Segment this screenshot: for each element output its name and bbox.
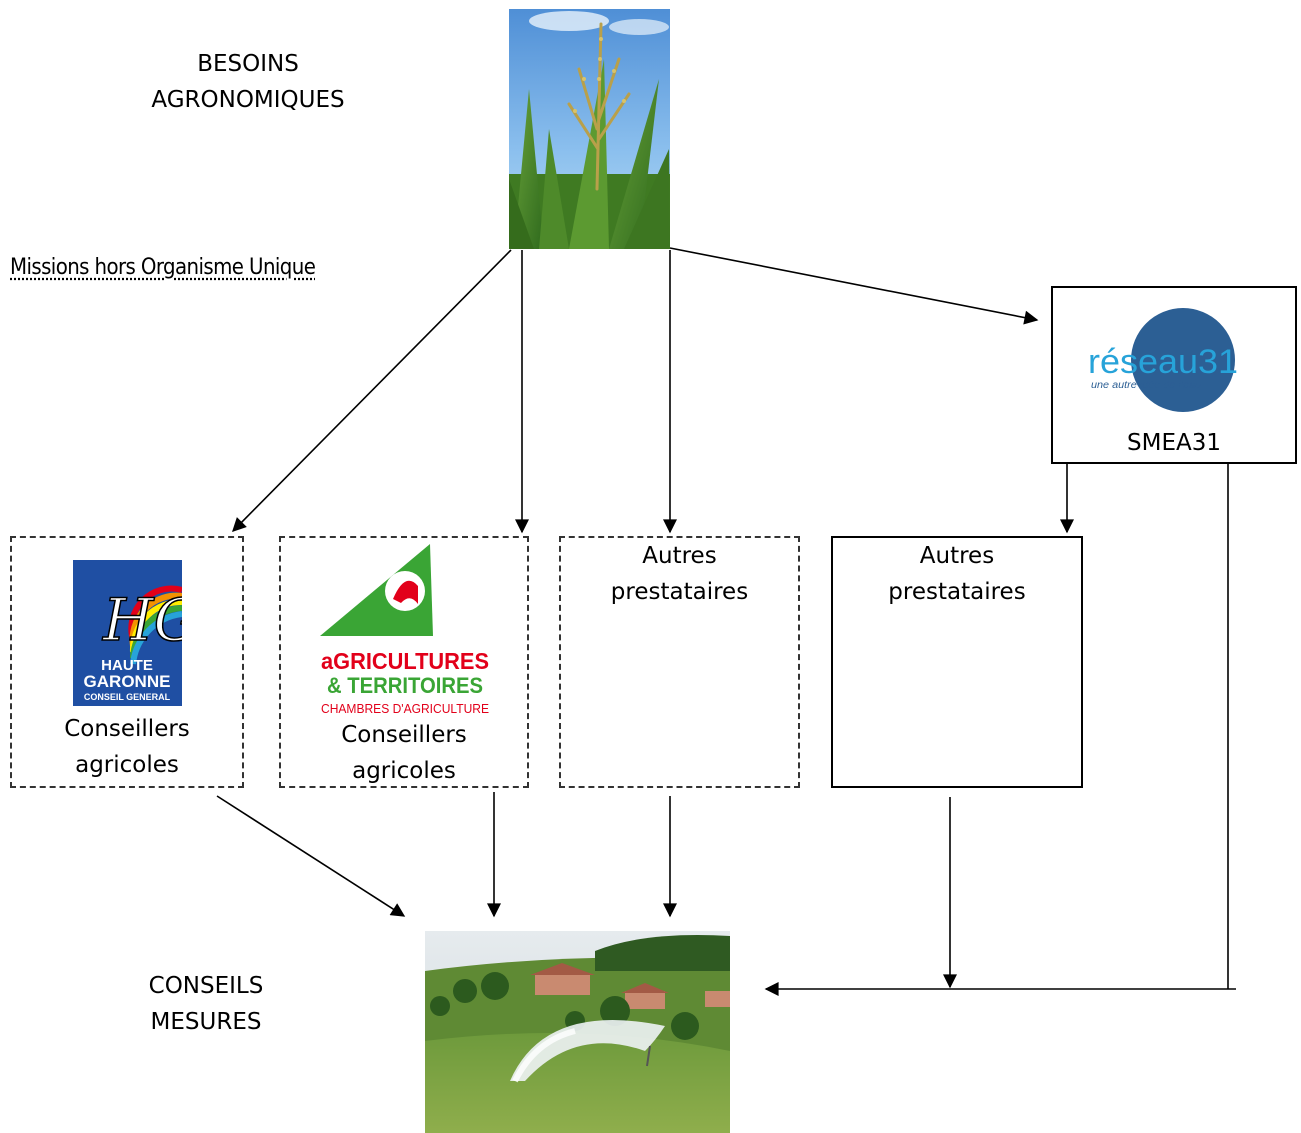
haute-garonne-label-line1: Conseillers xyxy=(64,716,190,742)
chambres-logo-line2: & TERRITOIRES xyxy=(327,673,483,698)
hg-logo-line3: CONSEIL GENERAL xyxy=(84,692,171,702)
chambres-logo-line1: aGRICULTURES xyxy=(321,648,489,674)
corn-plant-photo xyxy=(509,9,670,249)
besoins-line1: BESOINS xyxy=(197,51,299,77)
conseils-line1: CONSEILS xyxy=(148,973,264,999)
haute-garonne-logo: HG HAUTE GARONNE CONSEIL GENERAL xyxy=(73,560,201,706)
reseau31-logo-text: réseau31 xyxy=(1088,343,1238,381)
box-autres-prestataires-1: Autres prestataires xyxy=(559,536,800,788)
haute-garonne-label: Conseillers agricoles xyxy=(12,711,242,783)
conseils-line2: MESURES xyxy=(150,1009,262,1035)
box-haute-garonne: HG HAUTE GARONNE CONSEIL GENERAL Conseil… xyxy=(10,536,244,788)
arrow-corn-to-smea xyxy=(669,247,1039,325)
missions-label: Missions hors Organisme Unique xyxy=(10,255,316,280)
autres-2-label: Autres prestataires xyxy=(833,538,1081,610)
chambres-label-line1: Conseillers xyxy=(341,722,467,748)
irrigation-field-illustration xyxy=(425,931,730,1133)
corn-plant-illustration xyxy=(509,9,670,249)
besoins-line2: AGRONOMIQUES xyxy=(151,87,345,113)
box-smea31: réseau31 une autre idée de l'eau SMEA31 xyxy=(1051,286,1297,464)
box-chambres-agriculture: aGRICULTURES & TERRITOIRES CHAMBRES D'AG… xyxy=(279,536,529,788)
chambres-label-line2: agricoles xyxy=(352,758,456,784)
hg-logo-line1: HAUTE xyxy=(101,657,153,674)
box-autres-prestataires-2: Autres prestataires xyxy=(831,536,1083,788)
smea31-label: SMEA31 xyxy=(1127,430,1221,456)
hg-initials: HG xyxy=(102,586,182,654)
arrow-corn-to-haute-garonne xyxy=(232,249,512,532)
hg-logo-line2: GARONNE xyxy=(84,672,171,691)
chambres-logo-line3: CHAMBRES D'AGRICULTURE xyxy=(321,701,489,716)
autres-2-label-line1: Autres xyxy=(919,543,995,569)
autres-2-label-line2: prestataires xyxy=(888,579,1026,605)
autres-1-label: Autres prestataires xyxy=(561,538,798,610)
reseau31-logo: réseau31 une autre idée de l'eau xyxy=(1083,300,1243,415)
conseils-title: CONSEILS MESURES xyxy=(100,968,312,1040)
chambres-label: Conseillers agricoles xyxy=(281,717,527,789)
arrow-haute-garonne-to-field xyxy=(216,795,406,917)
reseau31-tagline: une autre idée de l'eau xyxy=(1091,380,1201,391)
autres-1-label-line1: Autres xyxy=(642,543,717,569)
haute-garonne-label-line2: agricoles xyxy=(75,752,179,778)
besoins-title: BESOINS AGRONOMIQUES xyxy=(110,46,386,118)
autres-1-label-line2: prestataires xyxy=(610,579,749,605)
chambres-logo: aGRICULTURES & TERRITOIRES CHAMBRES D'AG… xyxy=(315,541,495,719)
irrigation-field-photo xyxy=(425,931,730,1133)
